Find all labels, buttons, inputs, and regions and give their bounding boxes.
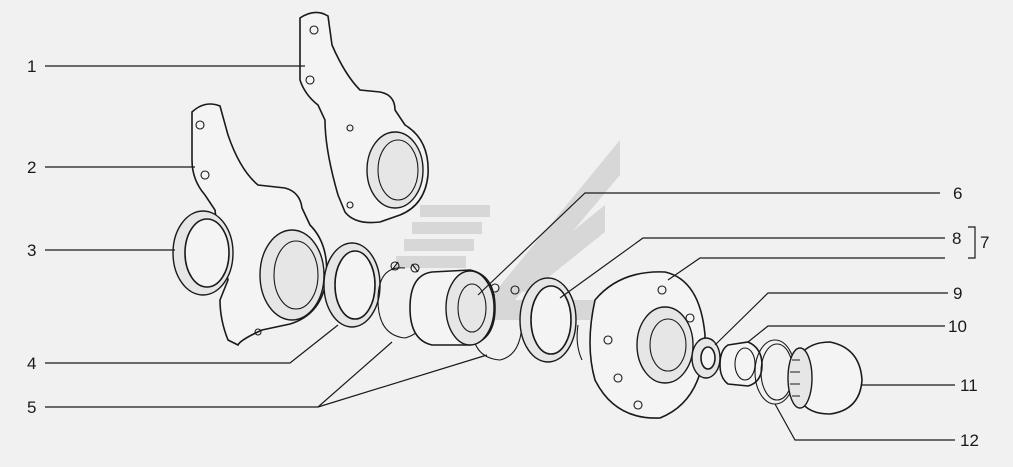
leader-line-12 [774,403,955,441]
callout-12: 12 [960,431,979,450]
part-steering-knuckle-upper [299,11,429,224]
leader-line-10 [747,325,945,343]
watermark-swoosh [500,205,605,292]
callout-8: 8 [952,229,961,248]
part-spacer-ring [519,277,577,363]
callout-6: 6 [953,184,962,203]
part-seal-ring [172,210,234,296]
part-dust-shield [323,242,381,328]
callout-3: 3 [27,241,36,260]
leader-line-5b [317,354,488,408]
callout-4: 4 [27,354,36,373]
callout-7: 7 [980,233,989,252]
leader-lines [45,65,976,441]
callout-9: 9 [953,284,962,303]
callout-10: 10 [948,317,967,336]
callout-labels: 1 2 3 4 5 6 7 8 9 10 11 12 [27,57,989,450]
watermark-bar [404,239,474,251]
leader-line-9 [714,292,948,346]
watermark-logo [396,140,620,320]
part-hub-cap [787,341,863,415]
callout-5: 5 [27,398,36,417]
callout-2: 2 [27,158,36,177]
part-wheel-hub [576,271,706,419]
part-wheel-bearing [409,269,496,346]
callout-11: 11 [960,376,978,395]
leader-line-5a [45,341,393,408]
watermark-bar [412,222,482,234]
watermark-bar [420,205,490,217]
callout-1: 1 [27,57,36,76]
bracket-7-8 [968,226,976,259]
leader-line-8 [559,237,945,299]
leader-line-6 [477,192,940,296]
part-hub-nut [719,341,763,387]
part-washer [691,337,721,379]
watermark-bar [396,256,466,268]
leader-line-4 [45,324,339,364]
leader-line-7 [667,257,945,281]
